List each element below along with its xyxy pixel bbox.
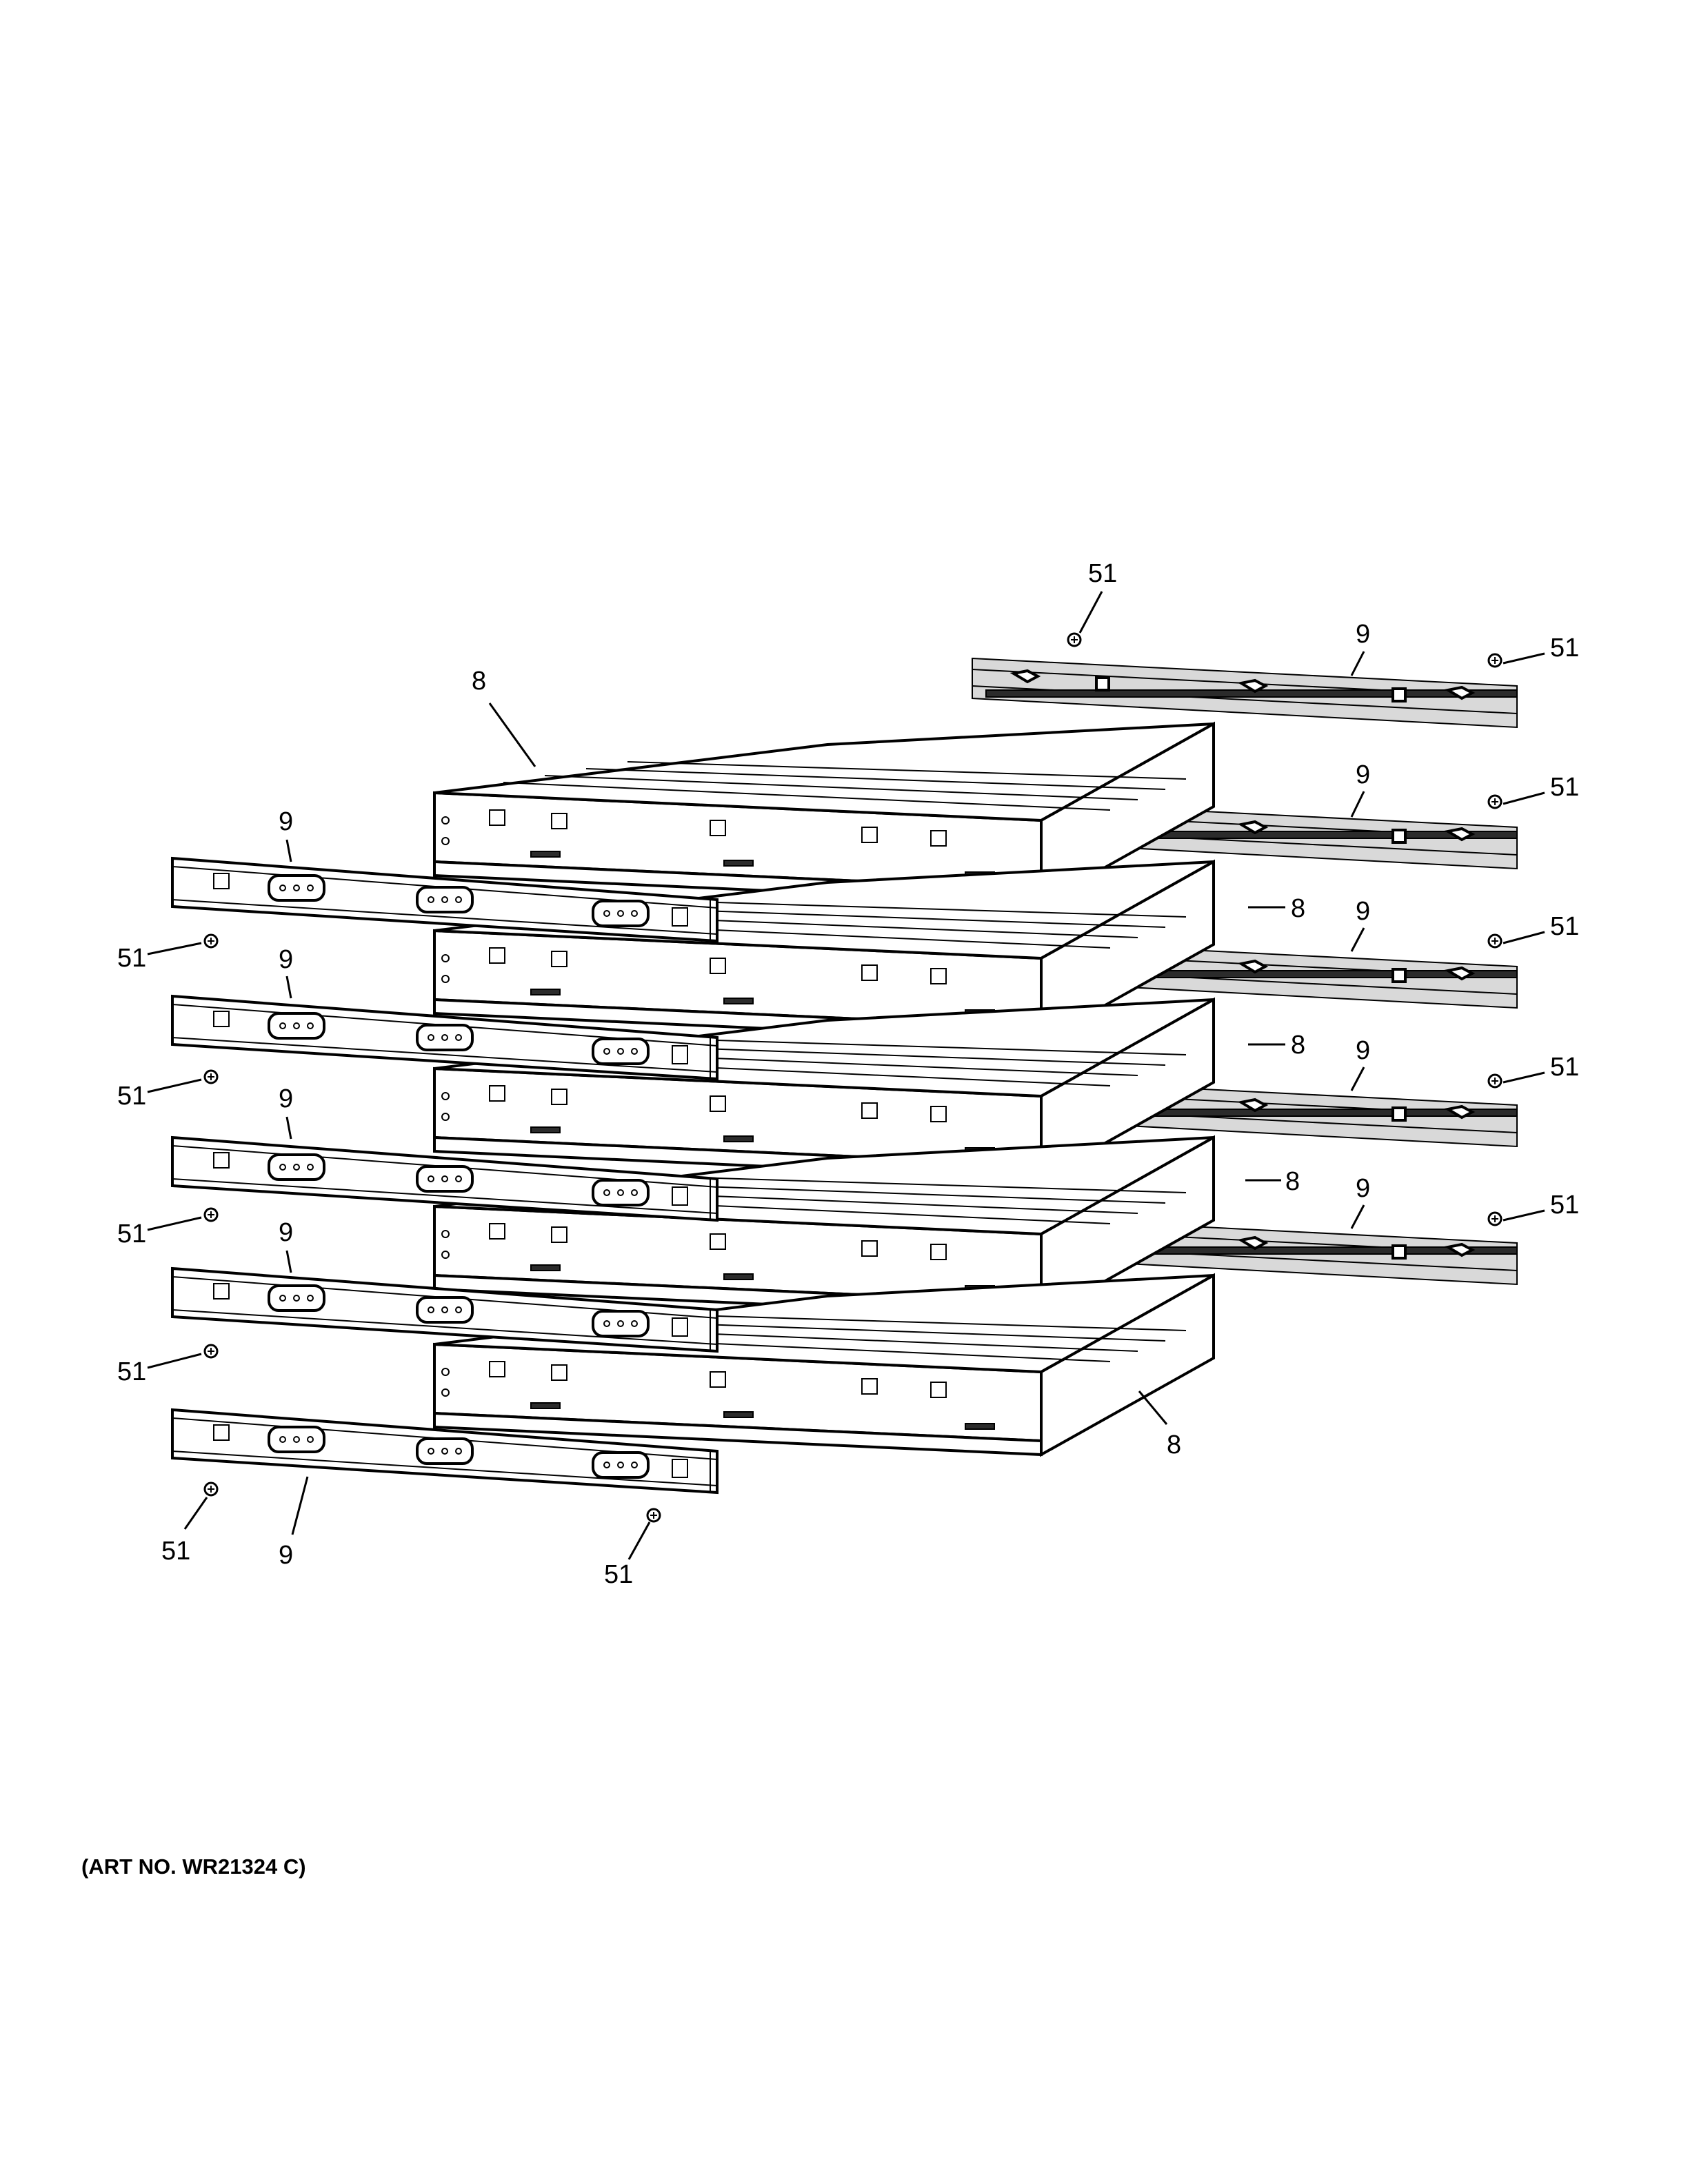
- callout-51: 51: [1550, 912, 1579, 941]
- callout-51: 51: [117, 1082, 146, 1111]
- callout-9: 9: [279, 807, 293, 836]
- callout-51: 51: [604, 1560, 633, 1589]
- callout-51: 51: [117, 1220, 146, 1248]
- screw-left-1: [203, 933, 219, 949]
- callout-51: 51: [1550, 1191, 1579, 1220]
- callout-9: 9: [279, 945, 293, 974]
- callout-51: 51: [117, 1357, 146, 1386]
- callout-9: 9: [1356, 897, 1370, 926]
- screw-right-4: [1487, 1073, 1503, 1089]
- callout-9: 9: [1356, 760, 1370, 789]
- callout-51: 51: [161, 1537, 190, 1566]
- callout-51: 51: [1550, 1053, 1579, 1082]
- screw-bottom-mid: [646, 1508, 661, 1523]
- callout-9: 9: [279, 1541, 293, 1570]
- callout-8: 8: [1291, 1031, 1305, 1060]
- callout-9: 9: [279, 1218, 293, 1247]
- callout-8: 8: [1167, 1430, 1181, 1459]
- art-number: (ART NO. WR21324 C): [81, 1854, 306, 1879]
- callout-51: 51: [1088, 559, 1117, 588]
- callout-9: 9: [1356, 620, 1370, 649]
- leader-lines: [147, 591, 1545, 1560]
- callout-8: 8: [1291, 894, 1305, 923]
- callout-9: 9: [1356, 1174, 1370, 1203]
- callout-8: 8: [1285, 1167, 1300, 1196]
- right-rail-1: [971, 657, 1518, 729]
- screw-bottom-left: [203, 1482, 219, 1497]
- callout-labels: 51 9 51 8 9 51 9 8 9 51 51 9 8 9 51 51 9…: [117, 559, 1579, 1589]
- screw-right-5: [1487, 1211, 1503, 1226]
- callout-51: 51: [1550, 634, 1579, 663]
- screw-left-2: [203, 1069, 219, 1084]
- screw-right-1: [1487, 653, 1503, 668]
- screw-left-3: [203, 1207, 219, 1222]
- callout-9: 9: [279, 1084, 293, 1113]
- screw-right-2: [1487, 794, 1503, 809]
- screw-top: [1067, 632, 1082, 647]
- callout-9: 9: [1356, 1036, 1370, 1065]
- screw-left-4: [203, 1344, 219, 1359]
- callout-51: 51: [1550, 773, 1579, 802]
- callout-51: 51: [117, 944, 146, 973]
- callout-8: 8: [472, 667, 486, 696]
- screw-right-3: [1487, 933, 1503, 949]
